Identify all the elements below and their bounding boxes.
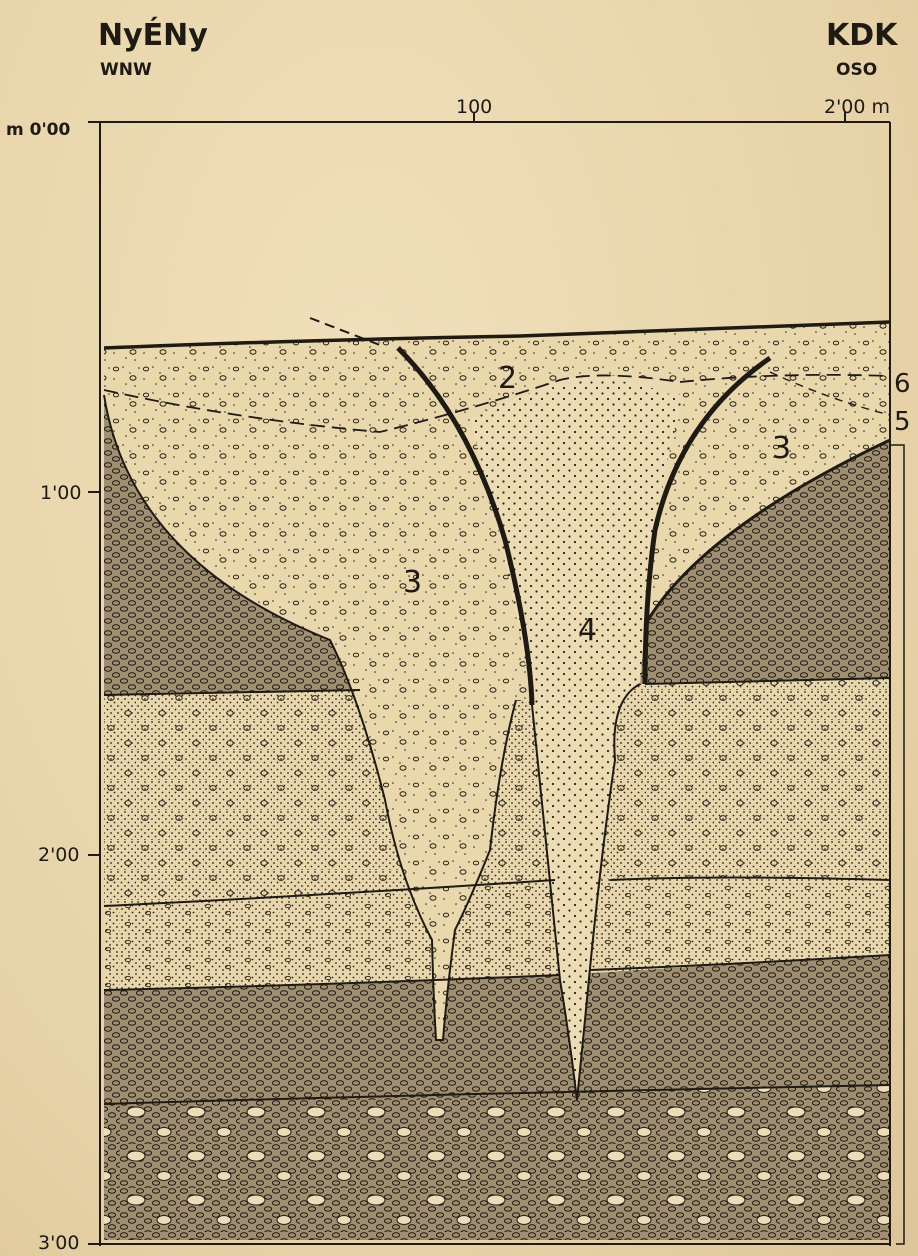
right-bracket: [890, 445, 904, 1244]
label-unit-3-left: 3: [403, 565, 422, 600]
label-unit-4: 4: [578, 613, 597, 648]
label-unit-3-right: 3: [772, 431, 791, 466]
label-unit-6: 6: [894, 369, 911, 399]
label-unit-2: 2: [498, 361, 517, 396]
label-unit-5: 5: [894, 407, 911, 437]
layer-coarse-gravel: [104, 1085, 890, 1240]
